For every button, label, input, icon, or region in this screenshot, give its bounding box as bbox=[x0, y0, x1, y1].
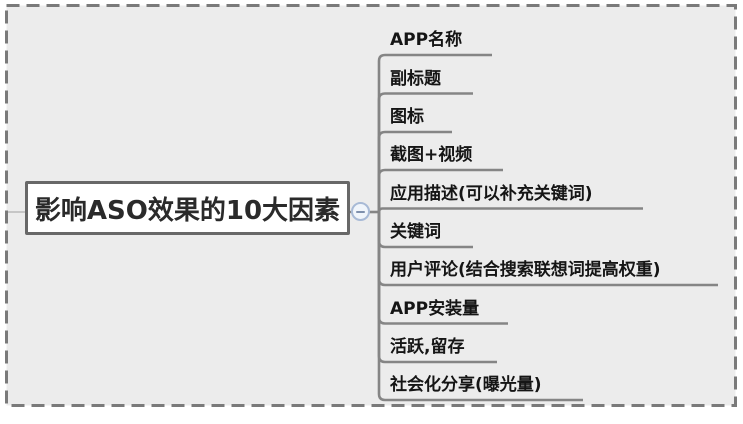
minus-icon bbox=[356, 210, 365, 213]
branch-connector bbox=[377, 207, 643, 213]
branch-topic[interactable]: 活跃,留存 bbox=[390, 337, 465, 357]
branch-connector bbox=[377, 130, 452, 212]
collapse-button[interactable] bbox=[351, 202, 370, 221]
branch-topic[interactable]: 关键词 bbox=[390, 222, 441, 242]
branch-connector bbox=[377, 92, 473, 212]
branch-connector bbox=[377, 53, 492, 212]
branch-topic[interactable]: 应用描述(可以补充关键词) bbox=[390, 183, 593, 204]
branch-topic[interactable]: 图标 bbox=[390, 107, 424, 127]
branch-topic[interactable]: 用户评论(结合搜索联想词提高权重) bbox=[390, 260, 661, 280]
branch-topic[interactable]: 副标题 bbox=[390, 68, 441, 89]
root-topic[interactable]: 影响ASO效果的10大因素 bbox=[25, 181, 350, 235]
branch-connector bbox=[377, 168, 503, 212]
branch-connector bbox=[377, 212, 583, 402]
branch-topic[interactable]: APP安装量 bbox=[390, 298, 480, 319]
branch-topic[interactable]: 社会化分享(曝光量) bbox=[390, 375, 542, 395]
root-topic-label: 影响ASO效果的10大因素 bbox=[34, 195, 341, 226]
branch-topic[interactable]: APP名称 bbox=[390, 30, 463, 50]
branch-topic[interactable]: 截图+视频 bbox=[390, 145, 473, 165]
